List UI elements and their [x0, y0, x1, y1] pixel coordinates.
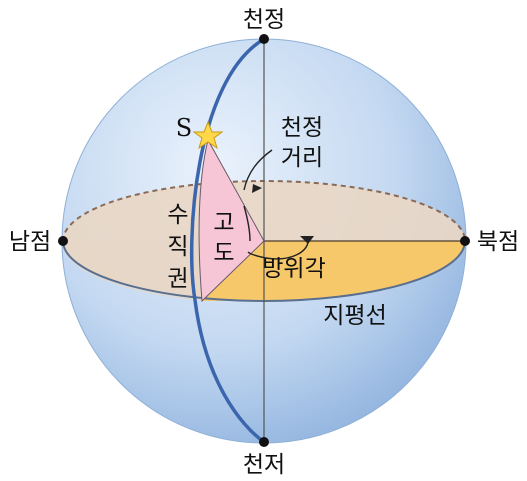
north-point-label: 북점: [477, 229, 519, 255]
vertical-circle-label-1: 수: [167, 202, 188, 228]
vertical-circle-arc: [189, 37, 266, 444]
zenith-label: 천정: [243, 7, 285, 33]
zenith-point: [259, 34, 269, 44]
star-icon: [192, 120, 224, 150]
zenith-distance-arrow: [243, 149, 273, 191]
vertical-circle-label-2: 직: [167, 234, 188, 260]
zenith-distance-arrowhead: [252, 184, 262, 193]
nadir-label: 천저: [243, 452, 285, 478]
azimuth-arrowhead: [300, 236, 314, 244]
south-point-label: 남점: [9, 229, 51, 255]
azimuth-arrow: [247, 240, 309, 260]
altitude-arc: [243, 205, 251, 242]
altitude-label-1: 고: [213, 210, 234, 236]
nadir-point: [259, 437, 269, 447]
star-label: S: [176, 114, 192, 142]
azimuth-label: 방위각: [262, 256, 325, 282]
altitude-label-2: 도: [213, 240, 234, 266]
south-point: [58, 236, 68, 246]
north-point: [460, 236, 470, 246]
vertical-circle-label-3: 권: [167, 266, 188, 292]
zenith-distance-label-1: 천정: [281, 115, 323, 141]
horizon-front-quadrant: [202, 241, 465, 301]
zenith-distance-label-2: 거리: [281, 145, 323, 171]
horizon-label: 지평선: [323, 303, 386, 329]
altitude-wedge: [198, 138, 265, 303]
